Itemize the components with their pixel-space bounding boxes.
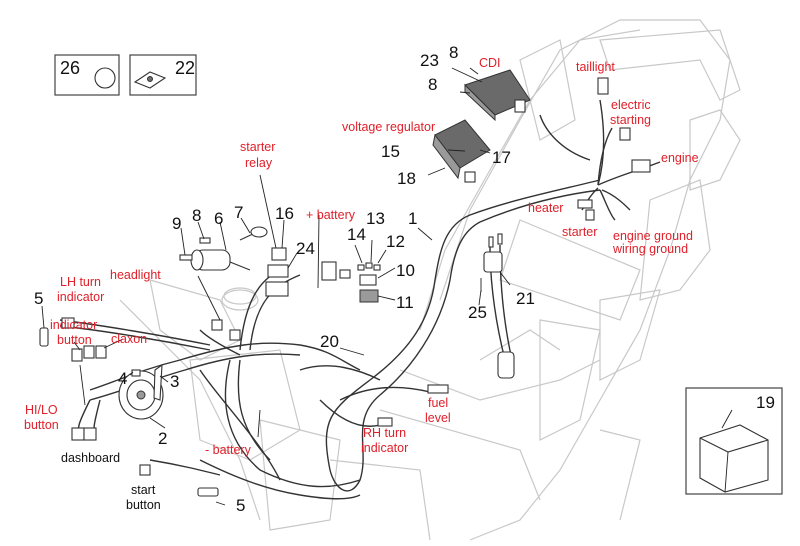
label-electric-starting-line2: starting	[610, 113, 651, 127]
part-number-13: 13	[366, 209, 385, 228]
label-heater: heater	[528, 201, 564, 215]
label-engine-ground-line2: wiring ground	[613, 242, 689, 256]
inset-box-22	[129, 54, 197, 96]
fuel-sensor	[480, 233, 515, 379]
label-lh-turn-line1: LH turn	[60, 275, 101, 289]
label-starter-relay-line2: relay	[245, 156, 273, 170]
end-connectors	[39, 77, 651, 497]
part-number-1: 1	[408, 209, 418, 228]
relays-connectors	[265, 247, 381, 303]
label-hilo-line1: HI/LO	[25, 403, 58, 417]
label-engine: engine	[661, 151, 699, 165]
part-number-12: 12	[386, 232, 405, 251]
part-number-21: 21	[516, 289, 535, 308]
part-number-17: 17	[492, 148, 511, 167]
part-number-8-top: 8	[449, 43, 459, 62]
part-number-20: 20	[320, 332, 339, 351]
part-number-26: 26	[60, 58, 81, 78]
part-number-8-cdi: 8	[428, 75, 438, 94]
part-number-5-bottom: 5	[236, 496, 246, 515]
label-start-button-line2: button	[126, 498, 161, 512]
part-number-11: 11	[396, 293, 414, 312]
part-number-2: 2	[158, 429, 168, 448]
label-claxon: claxon	[111, 332, 148, 346]
label-rh-turn-line1: RH turn	[363, 426, 407, 440]
part-number-6: 6	[214, 209, 224, 228]
horn	[118, 363, 164, 420]
label-hilo-line2: button	[24, 418, 59, 432]
inset-box-26	[54, 54, 120, 96]
part-number-7: 7	[234, 203, 244, 222]
label-indicator-button-line2: button	[57, 333, 92, 347]
label-minus-battery: - battery	[205, 443, 251, 457]
inset-box-19	[685, 387, 783, 495]
label-starter: starter	[562, 225, 598, 239]
part-number-18: 18	[397, 169, 416, 188]
part-number-4: 4	[118, 369, 128, 388]
part-number-16: 16	[275, 204, 294, 223]
part-number-15: 15	[381, 142, 400, 161]
part-number-23: 23	[420, 51, 439, 70]
part-number-5-top: 5	[34, 289, 44, 308]
label-fuel-level-line2: level	[425, 411, 451, 425]
label-cdi: CDI	[479, 56, 501, 70]
label-taillight: taillight	[576, 60, 615, 74]
voltage-regulator	[432, 119, 491, 183]
part-number-19: 19	[756, 393, 775, 412]
label-electric-starting-line1: electric	[611, 98, 651, 112]
label-rh-turn-line2: indicator	[361, 441, 409, 455]
cdi-unit	[459, 67, 531, 122]
label-starter-relay-line1: starter	[240, 140, 276, 154]
part-number-8-lock: 8	[192, 206, 202, 225]
label-start-button-line1: start	[131, 483, 156, 497]
leader-lines	[41, 67, 733, 506]
part-number-25: 25	[468, 303, 487, 322]
part-number-10: 10	[396, 261, 415, 280]
label-lh-turn-line2: indicator	[57, 290, 105, 304]
label-indicator-button-line1: indicator	[50, 318, 98, 332]
part-number-3: 3	[170, 372, 180, 391]
part-number-9: 9	[172, 214, 182, 233]
label-voltage-regulator: voltage regulator	[342, 120, 436, 134]
label-headlight: headlight	[110, 268, 161, 282]
part-number-22: 22	[175, 58, 196, 78]
label-dashboard: dashboard	[61, 451, 121, 465]
ignition-switch	[179, 226, 268, 271]
label-engine-ground-line1: engine ground	[613, 229, 693, 243]
part-number-14: 14	[347, 225, 366, 244]
label-fuel-level-line1: fuel	[428, 396, 449, 410]
label-plus-battery: + battery	[306, 208, 355, 222]
part-number-24: 24	[296, 239, 315, 258]
